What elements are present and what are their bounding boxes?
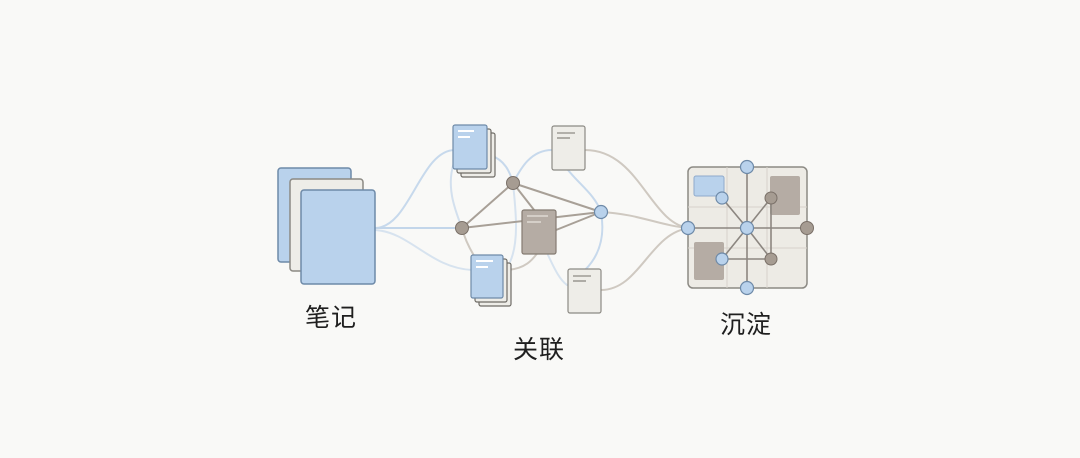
connector-brown-to-card-bottom xyxy=(547,254,568,286)
connector-notes-to-doc-bottom xyxy=(374,229,473,271)
board-node xyxy=(715,191,729,205)
connector-card-bottom-to-right-node xyxy=(584,211,604,271)
board-node xyxy=(739,280,755,296)
connector-card-bottom-to-board xyxy=(600,227,691,291)
edge-top-to-right xyxy=(512,182,602,213)
document-icon xyxy=(551,125,586,171)
document-stack-icon xyxy=(470,254,512,307)
document-stack-icon xyxy=(452,124,496,178)
central-note-icon xyxy=(521,209,557,255)
board-node xyxy=(739,159,755,175)
board-blue-block xyxy=(693,175,725,197)
connector-notes-to-doc-top xyxy=(374,149,456,229)
knowledge-board-icon xyxy=(680,159,814,296)
document-icon xyxy=(567,268,602,314)
connector-card-top-to-hub xyxy=(512,149,553,184)
board-node xyxy=(680,220,696,236)
connector-lines xyxy=(374,149,691,291)
board-node xyxy=(800,221,814,235)
notes-page-front xyxy=(300,189,376,285)
edge-left-to-top xyxy=(461,182,514,229)
stage-label-settle: 沉淀 xyxy=(720,310,773,339)
board-node xyxy=(764,191,778,205)
notes-stack-icon xyxy=(277,167,376,285)
board-node xyxy=(764,252,778,266)
connector-card-top-to-board xyxy=(584,149,691,229)
stage-label-notes: 笔记 xyxy=(305,303,358,332)
edge-brown-to-right xyxy=(555,211,602,231)
board-node-center xyxy=(739,220,755,236)
graph-node-icon xyxy=(506,176,520,190)
board-node xyxy=(715,252,729,266)
board-brown-block xyxy=(770,176,800,215)
board-brown-block xyxy=(694,242,724,280)
stage-label-link: 关联 xyxy=(513,335,566,364)
connector-right-node-to-board xyxy=(600,211,691,229)
graph-node-icon xyxy=(455,221,469,235)
graph-node-icon xyxy=(593,204,609,220)
